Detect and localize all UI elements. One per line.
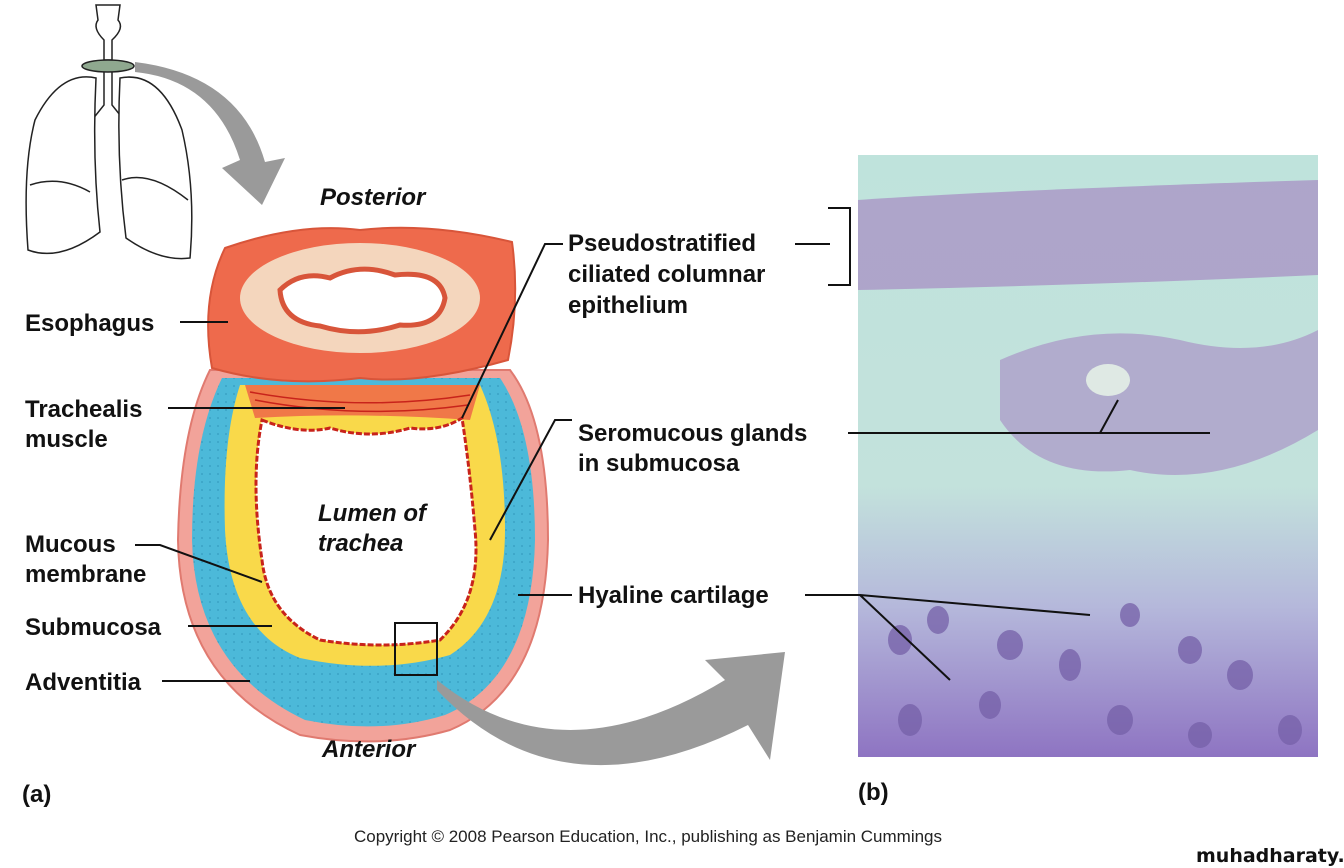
lumen-label-1: Lumen of (318, 500, 428, 527)
trachea-cross-section (176, 369, 550, 743)
panel-b-label: (b) (858, 779, 889, 806)
adventitia-label: Adventitia (25, 669, 142, 696)
trachealis-label-2: muscle (25, 426, 108, 453)
panel-a-label: (a) (22, 781, 51, 808)
mucous-membrane-label-2: membrane (25, 561, 146, 588)
micrograph (858, 155, 1318, 757)
watermark-text: muhadharaty.com (1196, 845, 1344, 867)
arrow-bottom (437, 652, 785, 766)
cartilage-label: Hyaline cartilage (578, 582, 769, 609)
epithelium-label-1: Pseudostratified (568, 230, 756, 257)
trachealis-label-1: Trachealis (25, 396, 142, 423)
copyright-text: Copyright © 2008 Pearson Education, Inc.… (354, 827, 942, 846)
lumen-label-2: trachea (318, 530, 403, 557)
arrow-top (135, 62, 285, 205)
esophagus-shape (207, 226, 517, 383)
epithelium-label-3: epithelium (568, 292, 688, 319)
submucosa-label: Submucosa (25, 614, 162, 641)
epithelium-label-2: ciliated columnar (568, 261, 765, 288)
glands-label-2: in submucosa (578, 450, 740, 477)
posterior-label: Posterior (320, 184, 427, 211)
lungs-icon (25, 4, 193, 260)
detail-box (394, 622, 438, 676)
anterior-label: Anterior (321, 736, 417, 763)
mucous-membrane-label-1: Mucous (25, 531, 116, 558)
esophagus-label: Esophagus (25, 310, 154, 337)
glands-label-1: Seromucous glands (578, 420, 807, 447)
